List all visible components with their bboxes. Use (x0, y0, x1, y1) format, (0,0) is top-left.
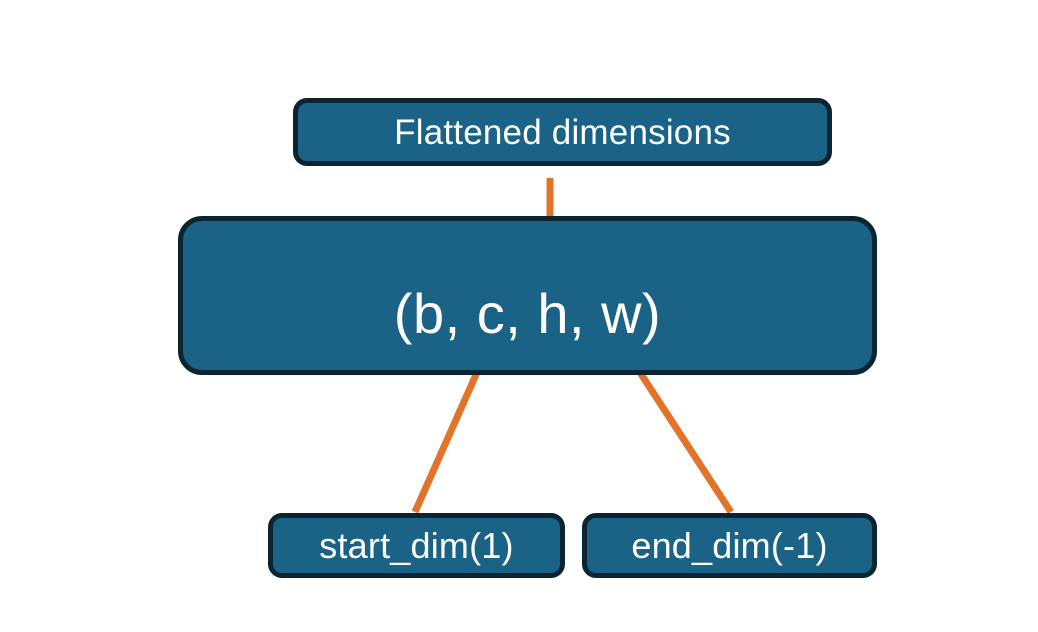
node-start-dim[interactable]: start_dim(1) (268, 513, 565, 578)
node-tensor-shape-label: (b, c, h, w) (393, 282, 662, 345)
node-flattened-dimensions[interactable]: Flattened dimensions (293, 98, 832, 166)
node-tensor-shape[interactable]: (b, c, h, w) (178, 216, 877, 375)
node-end-dim-label: end_dim(-1) (631, 524, 828, 566)
node-start-dim-label: start_dim(1) (319, 524, 514, 566)
node-end-dim[interactable]: end_dim(-1) (582, 513, 877, 578)
node-flattened-dimensions-label: Flattened dimensions (394, 112, 731, 152)
